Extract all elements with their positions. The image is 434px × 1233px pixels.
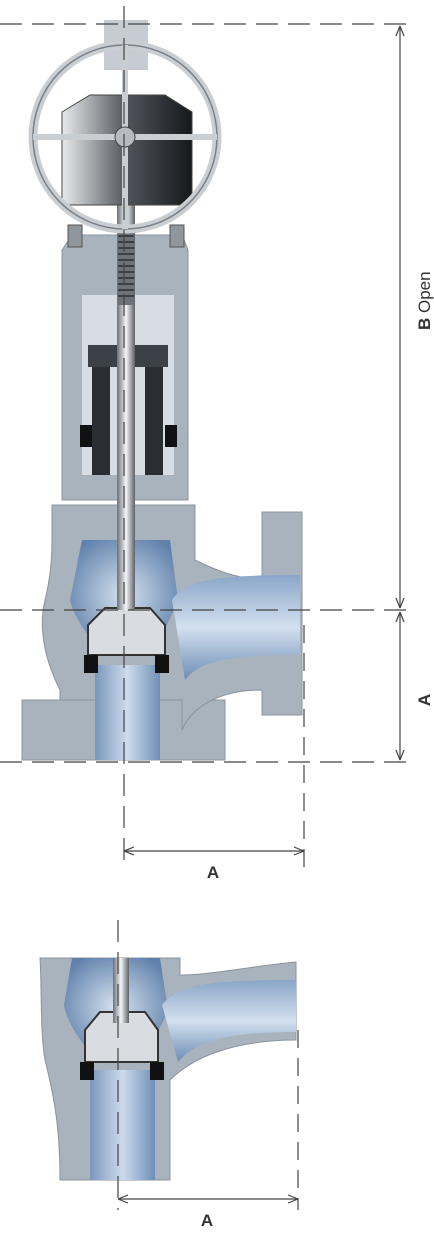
packing-right — [145, 345, 163, 475]
seal-left — [80, 425, 92, 447]
lower-stem — [113, 958, 129, 1023]
stem-thread — [118, 225, 134, 305]
outlet-bore — [172, 575, 300, 680]
dimensions-lower — [117, 920, 299, 1210]
valve-plug — [87, 607, 166, 656]
valve-upper — [21, 20, 303, 761]
lower-seat-right — [150, 1062, 164, 1080]
handwheel-nut — [114, 126, 136, 148]
dimensions-upper — [0, 6, 415, 870]
seal-right — [165, 425, 177, 447]
dim-b-label: B Open — [415, 271, 434, 330]
inlet-bore — [95, 665, 160, 760]
dim-a-lower-label: A — [201, 1211, 213, 1230]
valve-lower-detail — [39, 957, 297, 1181]
bolt-left — [67, 224, 83, 248]
packing-left — [92, 345, 110, 475]
bolt-right — [169, 224, 185, 248]
dim-a-bottom-label: A — [207, 863, 219, 882]
dim-a-side-label: A — [415, 694, 434, 706]
lower-outlet-bore — [162, 980, 296, 1062]
seat-ring-right — [155, 655, 169, 673]
seat-ring-left — [84, 655, 98, 673]
lower-seat-left — [80, 1062, 94, 1080]
lower-inlet-bore — [90, 1070, 155, 1180]
